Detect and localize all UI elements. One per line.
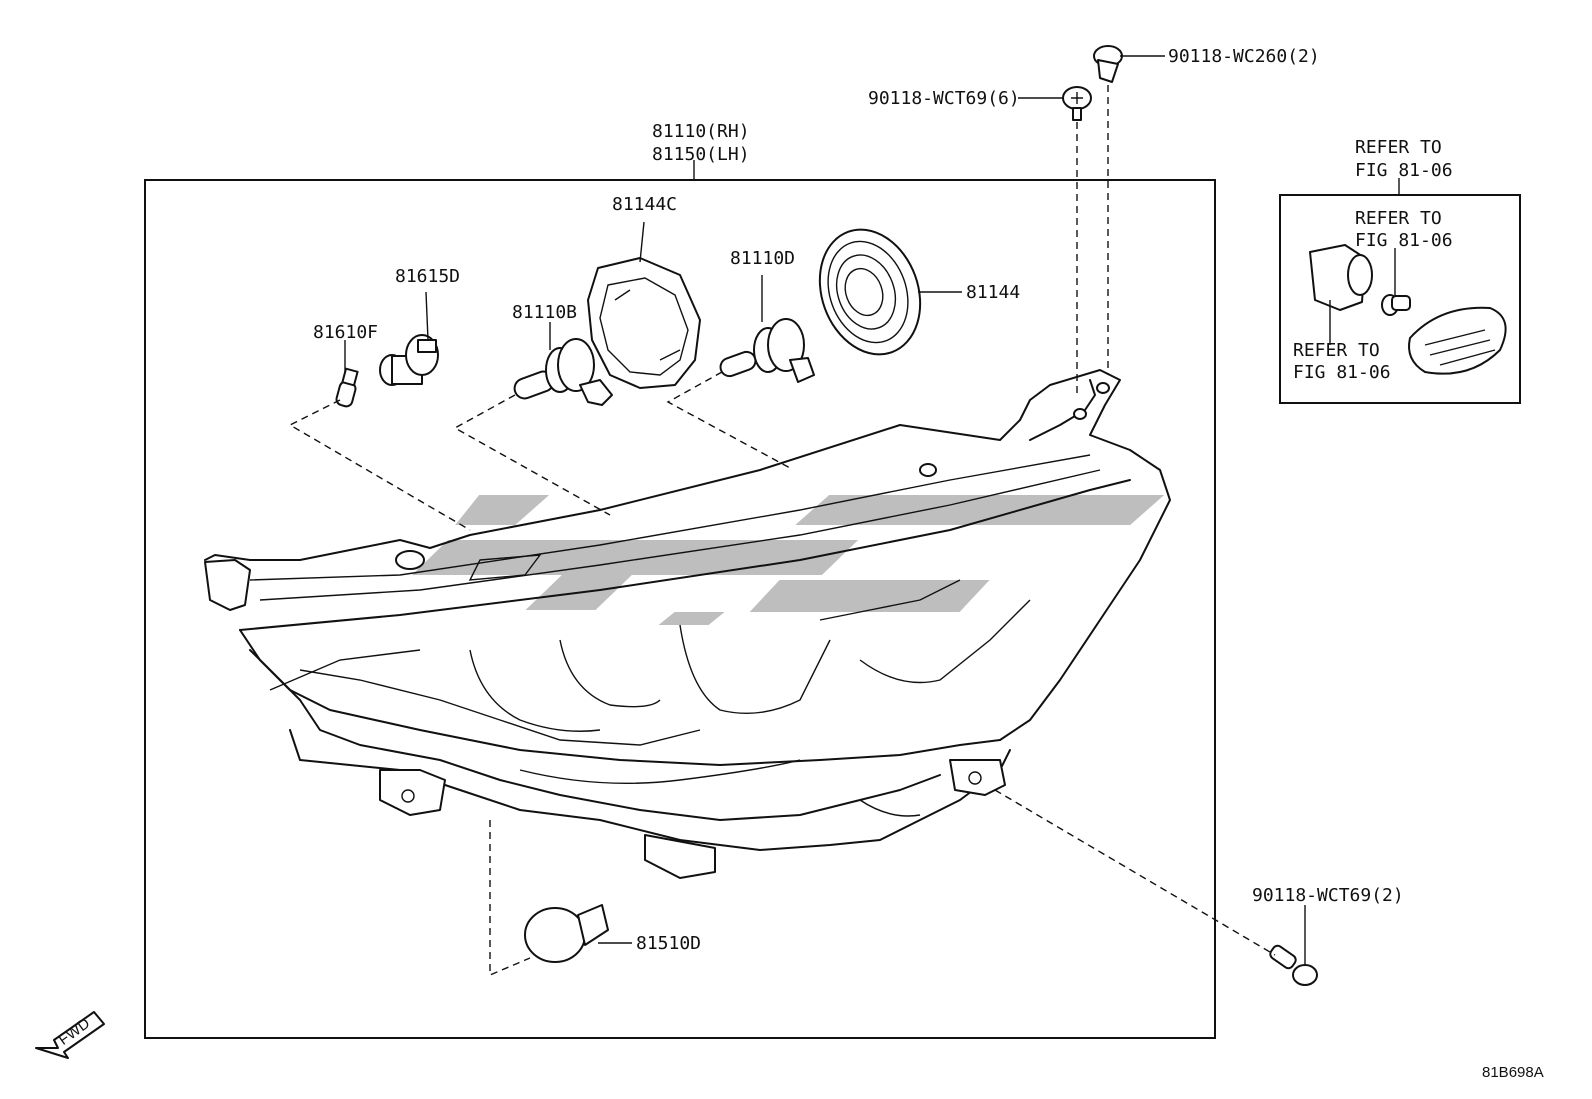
cover-81144c-icon bbox=[587, 257, 701, 389]
socket-81615d-icon bbox=[379, 334, 439, 386]
side-marker-frame bbox=[1279, 194, 1521, 404]
fwd-arrow-icon: FWD bbox=[35, 1011, 105, 1059]
label-refer-b-1: REFER TO bbox=[1293, 340, 1380, 361]
label-81144c: 81144C bbox=[612, 194, 677, 215]
leader-lines bbox=[344, 55, 1400, 965]
diagram-code: 81B698A bbox=[1482, 1064, 1544, 1081]
bulb-81110d-icon bbox=[719, 318, 815, 383]
bulb-81610f-icon bbox=[335, 367, 359, 408]
label-refer-a-1: REFER TO bbox=[1355, 208, 1442, 229]
label-refer-b-2: FIG 81-06 bbox=[1293, 362, 1391, 383]
label-refer-box-2: FIG 81-06 bbox=[1355, 160, 1453, 181]
label-81610f: 81610F bbox=[313, 322, 378, 343]
watermark-logo bbox=[411, 495, 1165, 625]
part-labels: 81110(RH) 81150(LH) 81144C 81615D 81610F… bbox=[313, 46, 1544, 1081]
label-81110d: 81110D bbox=[730, 248, 795, 269]
label-81615d: 81615D bbox=[395, 266, 460, 287]
label-refer-a-2: FIG 81-06 bbox=[1355, 230, 1453, 251]
label-assembly-lh: 81150(LH) bbox=[652, 144, 750, 165]
label-81110b: 81110B bbox=[512, 302, 577, 323]
bulb-81110b-icon bbox=[513, 338, 613, 406]
cover-81144-icon bbox=[818, 228, 922, 356]
label-refer-box-1: REFER TO bbox=[1355, 137, 1442, 158]
dashed-lines bbox=[288, 85, 1276, 977]
side-marker-icon bbox=[1309, 244, 1507, 375]
label-81510d: 81510D bbox=[636, 933, 701, 954]
label-81144: 81144 bbox=[966, 282, 1020, 303]
bulb-81510d-icon bbox=[524, 904, 609, 963]
label-screw-wct69-2: 90118-WCT69(2) bbox=[1252, 885, 1404, 906]
clip-wc260-icon bbox=[1093, 45, 1123, 83]
headlamp-assembly bbox=[204, 369, 1171, 879]
label-screw-wct69-6: 90118-WCT69(6) bbox=[868, 88, 1020, 109]
assembly-frame bbox=[144, 179, 1216, 1039]
screw-wct69-2-icon bbox=[1269, 944, 1318, 986]
label-assembly-rh: 81110(RH) bbox=[652, 121, 750, 142]
label-screw-wc260: 90118-WC260(2) bbox=[1168, 46, 1320, 67]
screw-wct69-6-icon bbox=[1062, 86, 1092, 121]
